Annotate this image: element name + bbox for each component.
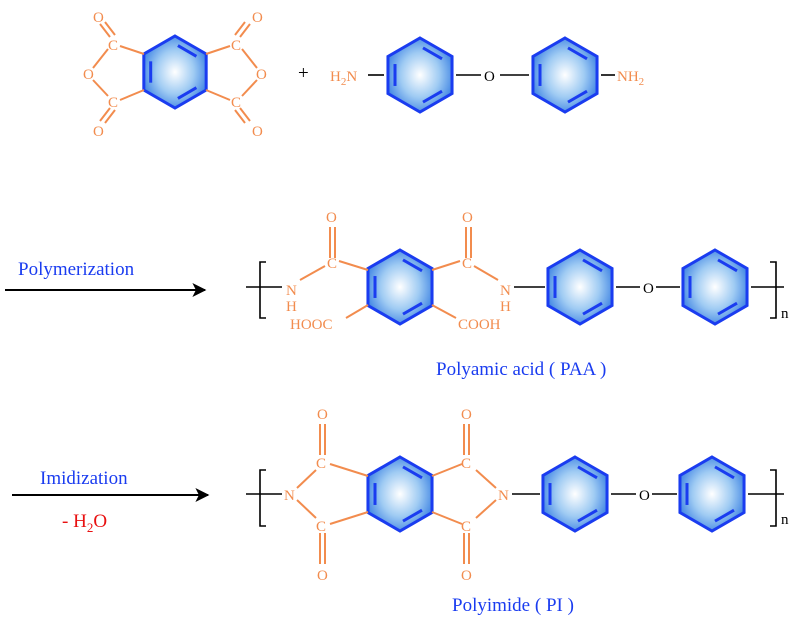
- ring-double-bond: [422, 46, 443, 61]
- ether-oxygen: O: [484, 69, 495, 85]
- plus-sign: +: [298, 63, 309, 84]
- benzene-ring: [531, 36, 599, 114]
- imide-nitrogen: N: [498, 488, 509, 504]
- oxygen-atom: O: [317, 407, 328, 423]
- ring-double-bond: [714, 508, 735, 523]
- amide-nitrogen: N: [500, 283, 511, 299]
- ring-double-bond: [717, 258, 738, 273]
- oda-diamine-molecule: H2N O NH2: [330, 36, 644, 114]
- ether-oxygen: O: [639, 488, 650, 504]
- pi-name-label: Polyimide ( PI ): [452, 595, 574, 616]
- oxygen-atom: O: [461, 407, 472, 423]
- left-bracket: [259, 469, 266, 527]
- repeat-unit-n: n: [781, 512, 789, 528]
- carbon-atom: C: [461, 519, 471, 535]
- benzene-ring: [541, 455, 609, 533]
- oxygen-atom: O: [326, 210, 337, 226]
- benzene-ring: [386, 36, 454, 114]
- ring-hexagon: [366, 455, 434, 533]
- ether-oxygen: O: [643, 281, 654, 297]
- benzene-ring: [678, 455, 746, 533]
- carbon-atom: C: [231, 95, 241, 111]
- carboxylic-acid-left: HOOC: [290, 317, 333, 333]
- benzene-ring: [142, 34, 208, 110]
- ring-hexagon: [546, 248, 614, 326]
- amide-hydrogen: H: [286, 299, 297, 315]
- oxygen-atom: O: [83, 67, 94, 83]
- benzene-ring: [366, 248, 434, 326]
- ring-double-bond: [402, 301, 423, 316]
- ring-double-bond: [177, 44, 198, 58]
- carbon-atom: C: [108, 38, 118, 54]
- oxygen-atom: O: [461, 568, 472, 584]
- oxygen-atom: O: [256, 67, 267, 83]
- polyimide-structure: O C N C O O C N C O O n: [246, 407, 789, 584]
- oxygen-atom: O: [252, 10, 263, 26]
- ring-hexagon: [678, 455, 746, 533]
- imidization-label: Imidization: [40, 468, 128, 489]
- benzene-ring: [366, 455, 434, 533]
- polyamic-acid-structure: O C N H O C N H HOOC COOH O n: [246, 210, 789, 333]
- ring-hexagon: [366, 248, 434, 326]
- ring-hexagon: [681, 248, 749, 326]
- ring-double-bond: [402, 258, 423, 273]
- ring-double-bond: [577, 465, 598, 480]
- ring-double-bond: [577, 508, 598, 523]
- carbon-atom: C: [316, 456, 326, 472]
- carbon-atom: C: [327, 256, 337, 272]
- ring-double-bond: [717, 301, 738, 316]
- right-bracket: [770, 469, 777, 527]
- oxygen-atom: O: [93, 124, 104, 140]
- carbon-atom: C: [108, 95, 118, 111]
- ring-hexagon: [531, 36, 599, 114]
- carboxylic-acid-right: COOH: [458, 317, 501, 333]
- carbon-atom: C: [461, 456, 471, 472]
- ring-hexagon: [142, 34, 208, 110]
- ring-hexagon: [541, 455, 609, 533]
- oxygen-atom: O: [462, 210, 473, 226]
- polymerization-label: Polymerization: [18, 259, 135, 280]
- benzene-ring: [546, 248, 614, 326]
- ring-double-bond: [567, 89, 588, 104]
- ring-double-bond: [177, 86, 198, 100]
- amine-group-right: NH2: [617, 69, 644, 88]
- oxygen-atom: O: [93, 10, 104, 26]
- repeat-unit-n: n: [781, 306, 789, 322]
- oxygen-atom: O: [317, 568, 328, 584]
- carbon-atom: C: [316, 519, 326, 535]
- left-bracket: [259, 261, 266, 319]
- carbon-atom: C: [231, 38, 241, 54]
- oxygen-atom: O: [252, 124, 263, 140]
- amide-nitrogen: N: [286, 283, 297, 299]
- water-byproduct-label: - H2O: [62, 511, 107, 535]
- ring-double-bond: [402, 508, 423, 523]
- imide-nitrogen: N: [284, 488, 295, 504]
- right-bracket: [770, 261, 777, 319]
- ring-hexagon: [386, 36, 454, 114]
- ring-double-bond: [422, 89, 443, 104]
- benzene-ring: [681, 248, 749, 326]
- dianhydride-molecule: O C O C O C O O C O: [83, 10, 267, 140]
- amine-group-left: H2N: [330, 69, 357, 88]
- ring-double-bond: [567, 46, 588, 61]
- paa-name-label: Polyamic acid ( PAA ): [436, 359, 606, 380]
- ring-double-bond: [714, 465, 735, 480]
- carbon-atom: C: [462, 256, 472, 272]
- amide-hydrogen: H: [500, 299, 511, 315]
- ring-double-bond: [582, 301, 603, 316]
- ring-double-bond: [582, 258, 603, 273]
- ring-double-bond: [402, 465, 423, 480]
